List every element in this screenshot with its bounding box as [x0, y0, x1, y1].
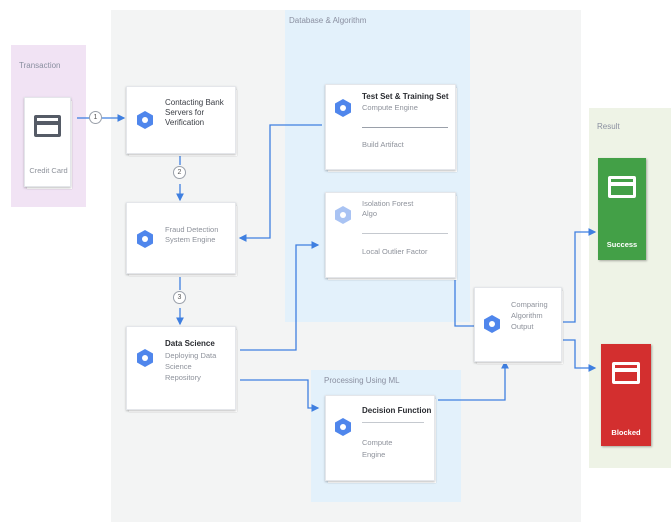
- credit-card-node[interactable]: Credit Card: [24, 97, 71, 187]
- divider: [362, 127, 448, 128]
- data-science-node[interactable]: Data Science Deploying Data Science Repo…: [126, 326, 236, 410]
- node-label: Output: [511, 322, 534, 331]
- result-region-label: Result: [597, 122, 620, 131]
- node-subtitle: Compute Engine: [362, 103, 418, 112]
- credit-card-label: Credit Card: [29, 166, 68, 175]
- divider: [362, 422, 424, 423]
- gcp-hexagon-icon: [335, 418, 351, 436]
- arrow-datascience-to-decision: [240, 379, 320, 412]
- credit-card-icon: [34, 115, 61, 137]
- arrow-datascience-to-isolation: [240, 241, 320, 351]
- node-title: Decision Function: [362, 406, 432, 415]
- node-subtitle: Repository: [165, 373, 201, 382]
- gcp-hexagon-icon: [484, 315, 500, 333]
- credit-card-icon: [608, 176, 636, 198]
- blocked-label: Blocked: [611, 428, 641, 437]
- step-number-icon: 3: [173, 291, 186, 304]
- step-number-icon: 1: [89, 111, 102, 124]
- node-label: Comparing: [511, 300, 548, 309]
- node-subtitle: Local Outlier Factor: [362, 247, 428, 256]
- gcp-hexagon-icon: [335, 206, 351, 224]
- database-algorithm-region-label: Database & Algorithm: [289, 16, 367, 25]
- credit-card-icon: [612, 362, 640, 384]
- node-label: Contacting Bank: [165, 98, 224, 107]
- gcp-hexagon-icon: [137, 111, 153, 129]
- arrow-compare-to-success: [562, 228, 597, 323]
- success-result-node[interactable]: Success: [598, 158, 646, 260]
- comparing-output-node[interactable]: Comparing Algorithm Output: [474, 287, 562, 362]
- arrow-isolation-to-compare: [454, 252, 474, 327]
- node-label: Verification: [165, 118, 205, 127]
- node-title: Data Science: [165, 339, 215, 348]
- processing-ml-region-label: Processing Using ML: [324, 376, 400, 385]
- divider: [362, 233, 448, 234]
- node-title: Test Set & Training Set: [362, 92, 449, 101]
- gcp-hexagon-icon: [137, 349, 153, 367]
- node-subtitle: Compute: [362, 438, 393, 447]
- step-number-icon: 2: [173, 166, 186, 179]
- blocked-result-node[interactable]: Blocked: [601, 344, 651, 446]
- arrow-compare-to-blocked: [562, 339, 597, 372]
- node-title: Algo: [362, 209, 378, 218]
- node-label: Fraud Detection: [165, 225, 219, 234]
- node-subtitle: Build Artifact: [362, 140, 404, 149]
- node-title: Isolation Forest: [362, 199, 414, 208]
- gcp-hexagon-icon: [335, 99, 351, 117]
- test-training-set-node[interactable]: Test Set & Training Set Compute Engine B…: [325, 84, 456, 170]
- decision-function-node[interactable]: Decision Function Compute Engine: [325, 395, 435, 481]
- node-subtitle: Deploying Data: [165, 351, 217, 360]
- fraud-detection-node[interactable]: Fraud Detection System Engine: [126, 202, 236, 274]
- node-label: Algorithm: [511, 311, 543, 320]
- transaction-region-label: Transaction: [19, 61, 61, 70]
- node-label: Servers for: [165, 108, 205, 117]
- node-label: System Engine: [165, 235, 216, 244]
- arrow-testset-to-fraud: [238, 124, 322, 242]
- gcp-hexagon-icon: [137, 230, 153, 248]
- node-subtitle: Engine: [362, 450, 386, 459]
- node-subtitle: Science: [165, 362, 192, 371]
- arrow-decision-to-compare: [438, 360, 509, 401]
- isolation-forest-node[interactable]: Isolation Forest Algo Local Outlier Fact…: [325, 192, 456, 278]
- success-label: Success: [606, 240, 638, 249]
- contacting-bank-node[interactable]: Contacting Bank Servers for Verification: [126, 86, 236, 154]
